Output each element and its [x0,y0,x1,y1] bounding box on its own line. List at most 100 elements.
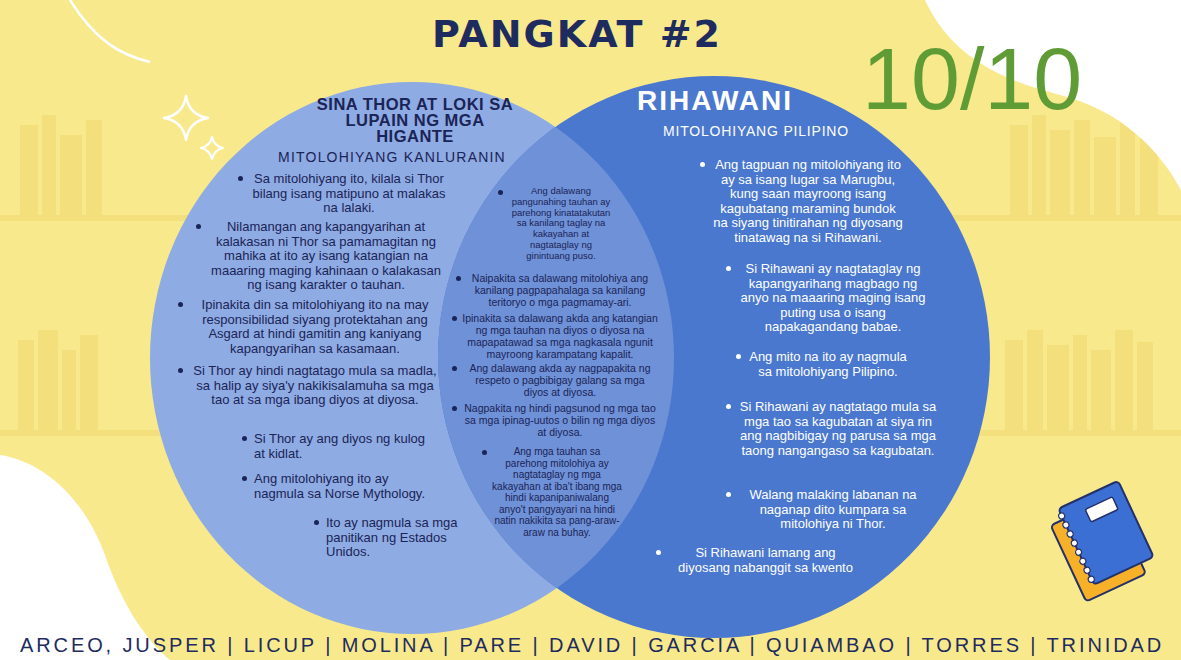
bullet-text: Ang mito na ito ay nagmula sa mitolohiya… [748,350,908,379]
bullet-dot [700,162,705,167]
book [1074,120,1090,215]
text-slot: Si Rihawani ay nagtatago mula sa mga tao… [738,400,938,458]
corner-blob [0,455,170,660]
book [1091,350,1111,430]
book [1115,330,1133,430]
bullet-text: Ipinakita din sa mitolohiyang ito na may… [190,298,440,356]
book [18,340,34,430]
circle-subheading: MITOLOHIYANG PILIPINO [636,123,876,139]
text-slot: Si Thor ay ang diyos ng kulog at kidlat. [254,432,434,461]
bullet-text: Si Thor ay ang diyos ng kulog at kidlat. [254,432,434,461]
bullet-text: Ipinakita sa dalawang akda ang katangian… [462,312,658,360]
book [38,330,58,430]
text-slot: Ang mga tauhan sa parehong mitolohiya ay… [492,446,622,538]
bullet-dot [498,190,503,195]
book [42,115,56,215]
spiral-ring [1066,530,1074,538]
text-slot: Nilamangan ang kapangyarihan at kalakasa… [208,220,444,293]
bullet-dot [482,450,487,455]
page-title: PANGKAT #2 [327,12,827,56]
sparkle-icon [164,96,208,140]
text-slot: Si Rihawani ay nagtataglay ng kapangyari… [738,262,928,335]
text-slot: MITOLOHIYANG PILIPINO [636,123,876,139]
bullet-dot [196,224,201,229]
book [1073,335,1087,430]
spiral-ring [1070,539,1078,547]
venn-intersection: Ang dalawang pangunahing tauhan ay pareh… [438,126,674,592]
bullet-text: Si Rihawani ay nagtataglay ng kapangyari… [738,262,928,335]
book [1050,130,1070,215]
bullet-text: Walang malaking labanan na naganap dito … [738,488,928,532]
decor-curve [70,0,150,62]
text-slot: Ipinakita din sa mitolohiyang ito na may… [190,298,440,356]
book [1027,330,1043,430]
score-label: 10/10 [862,34,1082,124]
bullet-dot [238,176,243,181]
bullet-text: Ang mitolohiyang ito ay nagmula sa Norse… [254,472,434,501]
text-slot: Ang dalawang akda ay nagpapakita ng resp… [462,362,658,398]
spiral-ring [1079,557,1087,565]
bullet-text: Naipakita sa dalawang mitolohiya ang kan… [466,272,654,308]
bullet-text: Ang dalawang akda ay nagpapakita ng resp… [462,362,658,398]
bullet-text: Si Thor ay hindi nagtatago mula sa madla… [190,364,440,408]
book [86,120,102,215]
book [80,335,98,430]
book [60,135,82,215]
text-slot: MITOLOHIYANG KANLURANIN [247,149,537,165]
book [20,125,38,215]
text-slot: Ito ay nagmula sa mga panitikan ng Estad… [326,516,466,560]
notebook-icon [1046,481,1159,602]
bullet-dot [178,368,183,373]
circle-heading: SINA THOR AT LOKI SA LUPAIN NG MGA HIGAN… [315,96,515,144]
book [1094,137,1116,215]
book [1010,125,1028,215]
member-names: ARCEO, JUSPER | LICUP | MOLINA | PARE | … [20,633,1164,657]
book [1032,115,1046,215]
bullet-dot [736,354,741,359]
bullet-text: Ang mga tauhan sa parehong mitolohiya ay… [492,446,622,538]
text-slot: Ang dalawang pangunahing tauhan ay pareh… [508,186,614,262]
bullet-dot [726,404,731,409]
bullet-dot [242,436,247,441]
text-slot: Si Thor ay hindi nagtatago mula sa madla… [190,364,440,408]
text-slot: Naipakita sa dalawang mitolohiya ang kan… [466,272,654,308]
bullet-dot [726,266,731,271]
bullet-text: Ang dalawang pangunahing tauhan ay pareh… [508,186,614,262]
text-slot: Ang tagpuan ng mitolohiyang ito ay sa is… [712,158,904,245]
text-slot: RIHAWANI [600,86,830,116]
intersection-fill [438,76,990,638]
bullet-dot [456,276,461,281]
book [1137,342,1153,430]
bullet-dot [178,302,183,307]
bullet-text: Ang tagpuan ng mitolohiyang ito ay sa is… [712,158,904,245]
bullet-dot [314,520,319,525]
book [62,350,76,430]
circle-heading: RIHAWANI [600,86,830,116]
bullet-dot [452,366,457,371]
bullet-dot [452,406,457,411]
bullet-dot [452,316,457,321]
text-slot: Si Rihawani lamang ang diyosang nabanggi… [668,546,863,575]
sparkle-icon [201,137,223,159]
notebook-label [1085,497,1118,522]
text-slot: Sa mitolohiyang ito, kilala si Thor bila… [250,172,448,216]
bullet-dot [656,550,661,555]
circle-fill [438,76,990,638]
text-slot: Nagpakita ng hindi pagsunod ng mga tao s… [462,402,658,438]
bullet-text: Sa mitolohiyang ito, kilala si Thor bila… [250,172,448,216]
book [1005,340,1023,430]
spiral-ring [1062,521,1070,529]
text-slot: Ang mitolohiyang ito ay nagmula sa Norse… [254,472,434,501]
bullet-text: Ito ay nagmula sa mga panitikan ng Estad… [326,516,466,560]
spiral-ring [1058,512,1066,520]
bullet-text: Nagpakita ng hindi pagsunod ng mga tao s… [462,402,658,438]
spiral-ring [1075,548,1083,556]
text-slot: Ang mito na ito ay nagmula sa mitolohiya… [748,350,908,379]
text-slot: Walang malaking labanan na naganap dito … [738,488,928,532]
bullet-text: Nilamangan ang kapangyarihan at kalakasa… [208,220,444,293]
text-slot: SINA THOR AT LOKI SA LUPAIN NG MGA HIGAN… [315,96,515,144]
circle-subheading: MITOLOHIYANG KANLURANIN [247,149,537,165]
spiral-ring [1083,566,1091,574]
